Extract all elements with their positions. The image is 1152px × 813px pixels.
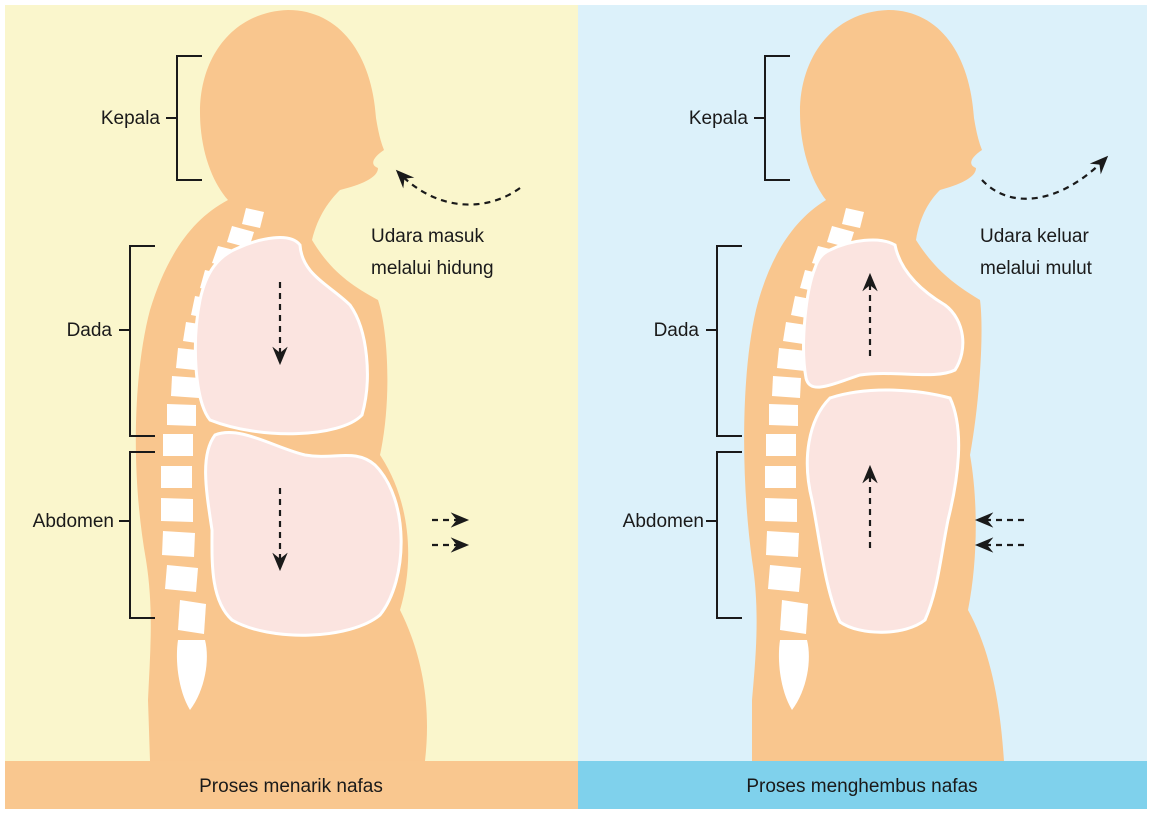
inhale-abdomen-cavity [206,433,402,636]
exhale-panel: Kepala Dada Abdomen Udara keluar melalui… [578,5,1147,809]
inhale-head-label: Kepala [101,108,161,129]
inhale-air-text-line1: Udara masuk [371,226,484,247]
inhale-panel: Kepala Dada Abdomen Udara masuk melalui … [5,5,578,809]
inhale-chest-label: Dada [67,320,113,341]
inhale-air-text-line2: melalui hidung [371,258,494,279]
exhale-air-text-line1: Udara keluar [980,226,1089,247]
inhale-caption: Proses menarik nafas [199,776,383,797]
exhale-caption: Proses menghembus nafas [746,776,977,797]
exhale-head-label: Kepala [689,108,749,129]
exhale-chest-label: Dada [654,320,700,341]
exhale-abdomen-label: Abdomen [623,511,704,532]
exhale-air-text-line2: melalui mulut [980,258,1093,279]
inhale-abdomen-label: Abdomen [33,511,114,532]
